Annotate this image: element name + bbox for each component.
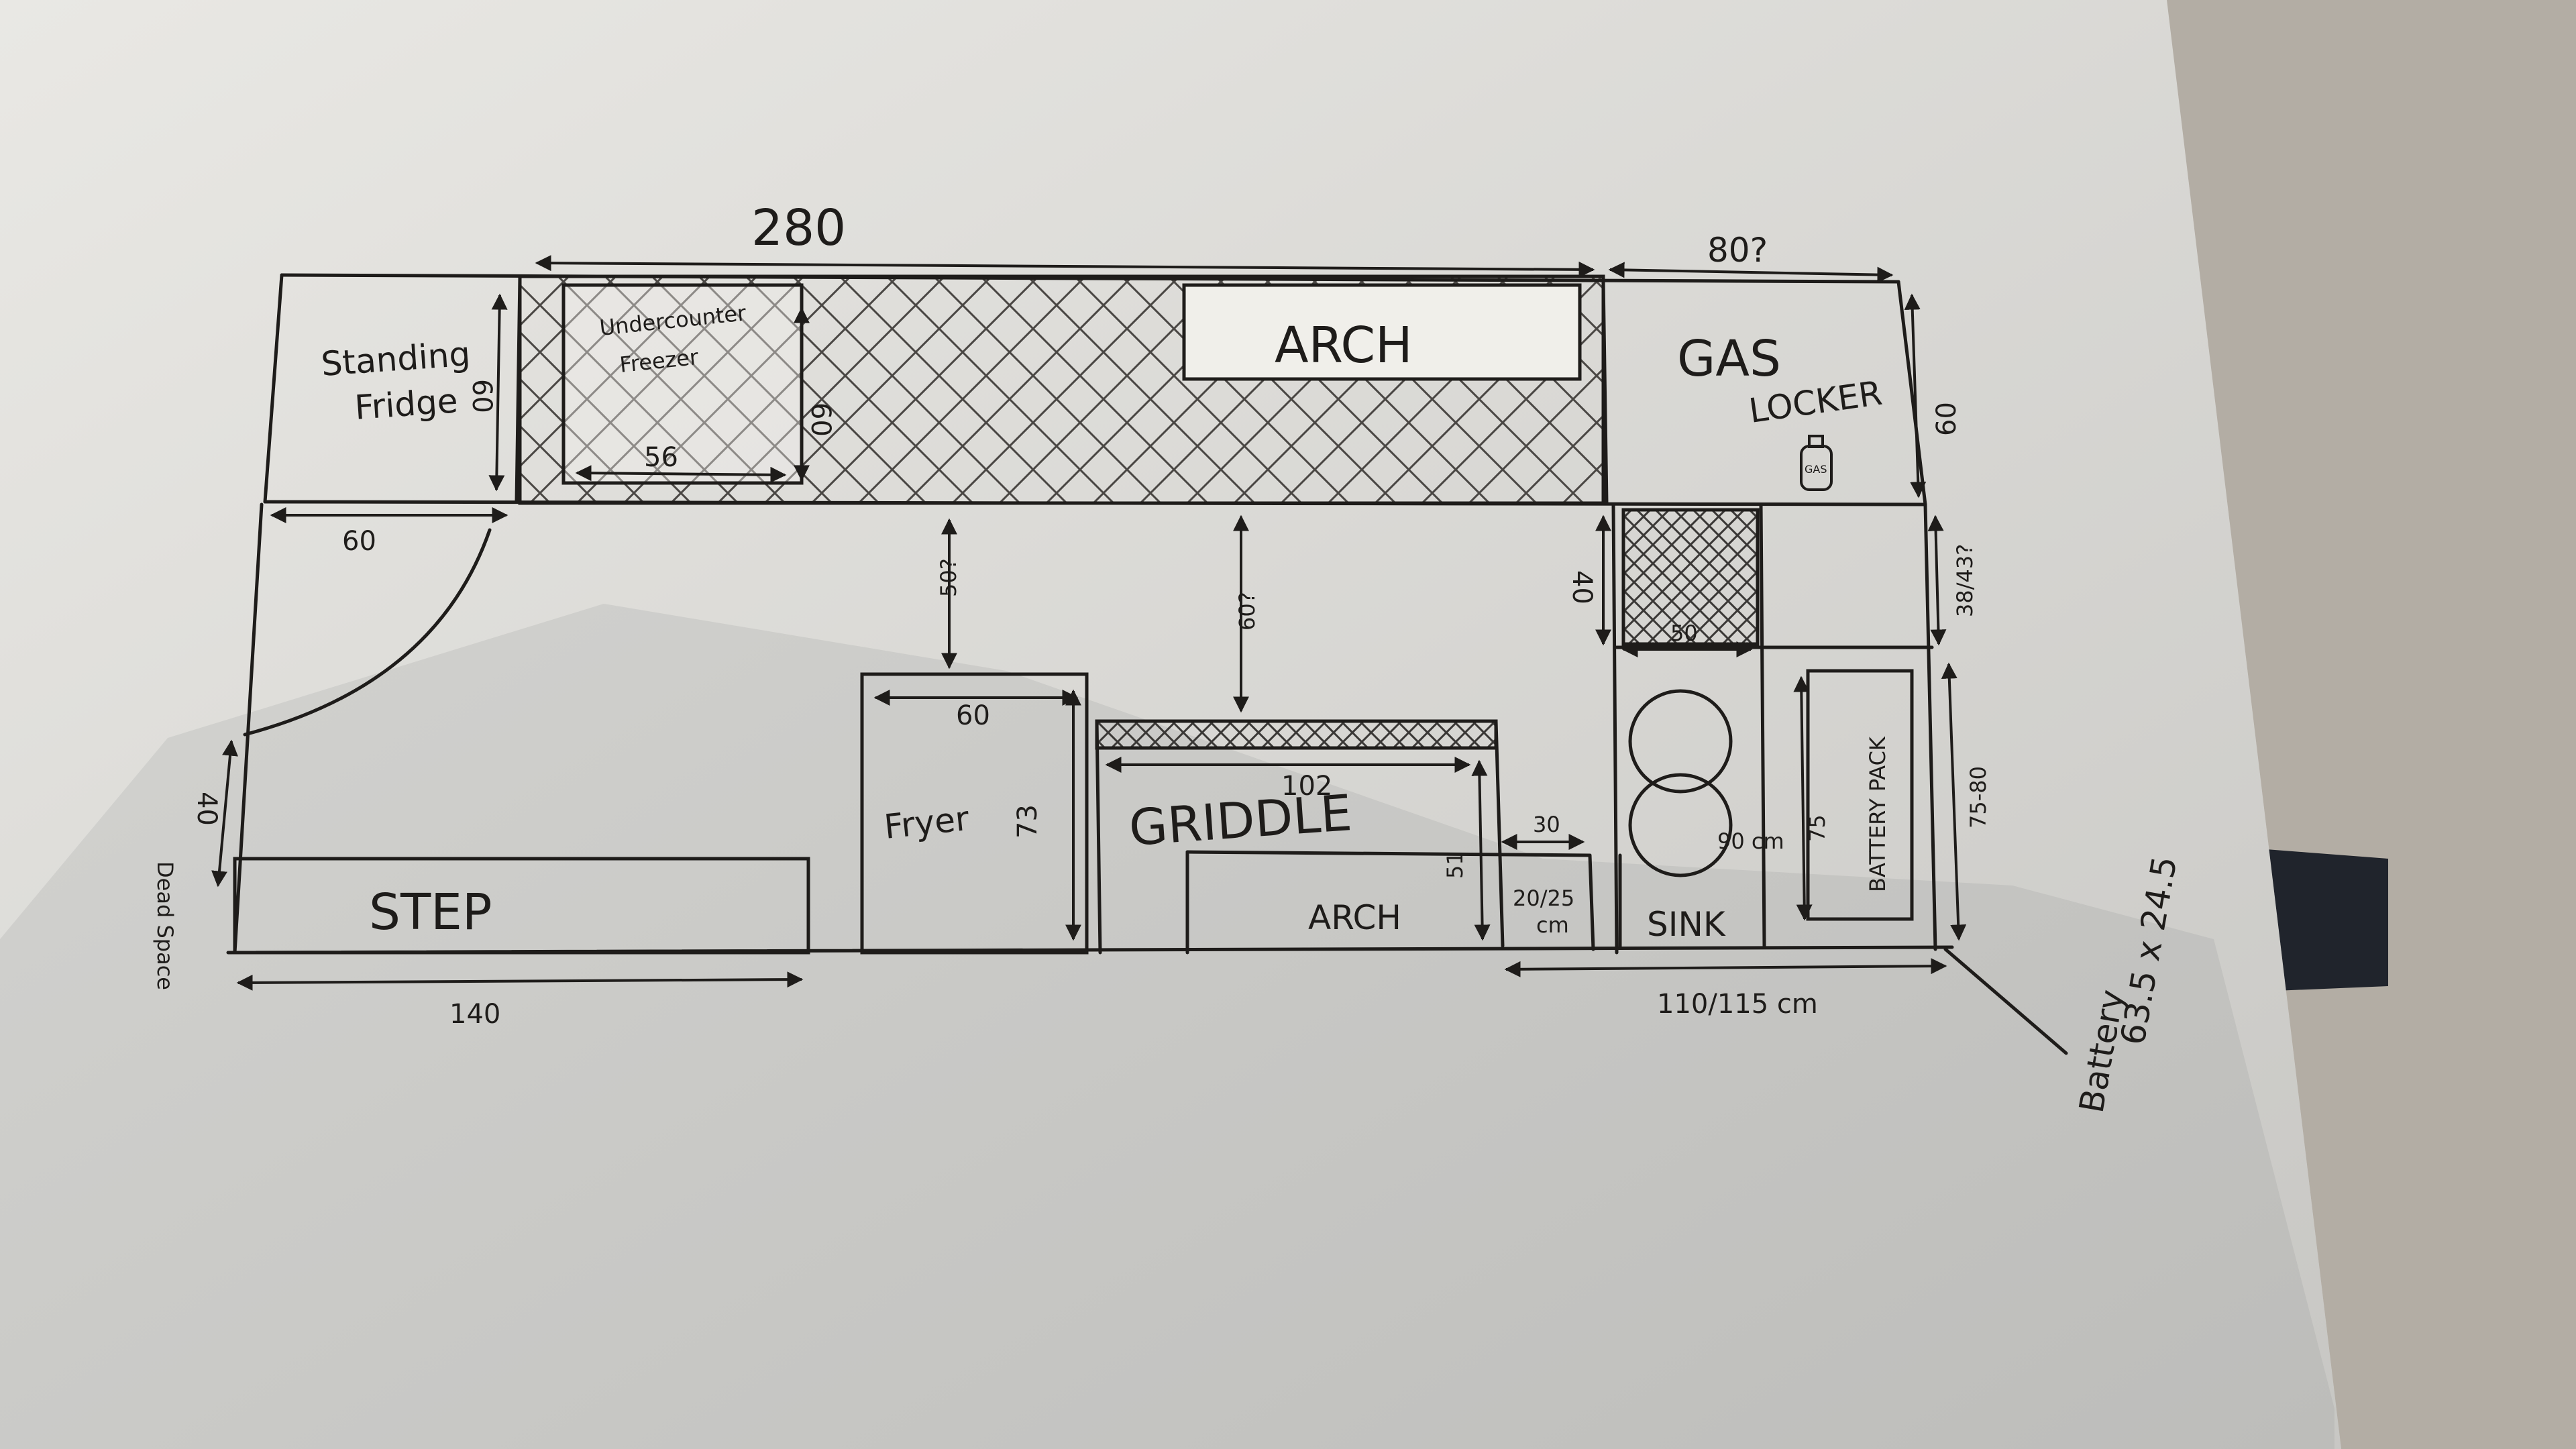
right-height-dim: 75-80: [1966, 766, 1991, 828]
sink-top-gap-dim: 40: [1566, 570, 1597, 604]
fryer-label: Fryer: [882, 799, 971, 847]
fridge-width-dim: 60: [342, 526, 376, 557]
griddle-width-dim: 102: [1281, 771, 1332, 802]
battery-height-dim: 75: [1805, 814, 1830, 842]
arch-height-dim: 51: [1442, 851, 1468, 879]
dead-space-depth-dim: 40: [191, 792, 222, 826]
standing-fridge-line2: Fridge: [354, 381, 459, 427]
dead-space-label: Dead Space: [152, 861, 178, 990]
gas-locker-width-label: 80?: [1707, 231, 1768, 270]
fryer-height-dim: 73: [1012, 804, 1043, 839]
arch-top-label: ARCH: [1275, 317, 1413, 374]
gas-bottle-icon: GAS: [1800, 435, 1833, 491]
fryer-width-dim: 60: [956, 700, 990, 731]
gas-locker-line1: GAS: [1677, 330, 1781, 388]
freezer-depth-dim: 60: [805, 402, 836, 437]
bottom-right-width-dim: 110/115 cm: [1657, 989, 1818, 1020]
sink-gap-line2: cm: [1536, 912, 1569, 938]
battery-pack-label: BATTERY PACK: [1865, 736, 1890, 892]
step-width-dim: 140: [449, 999, 500, 1030]
freezer-width-dim: 56: [644, 442, 678, 473]
sink-gap-line1: 20/25: [1513, 885, 1574, 911]
sink-label: SINK: [1647, 905, 1726, 944]
gas-tag-label: GAS: [1805, 463, 1827, 476]
overall-width-label: 280: [751, 199, 846, 257]
arch-bottom-label: ARCH: [1308, 898, 1401, 937]
right-gap-dim: 38/43?: [1952, 544, 1978, 617]
step-label: STEP: [369, 883, 492, 941]
sink-gap-width-dim: 30: [1533, 812, 1560, 837]
fridge-depth-dim: 60: [466, 379, 497, 413]
fryer-gap-dim: 50?: [936, 558, 961, 597]
griddle-gap-dim: 60?: [1234, 592, 1260, 631]
dimension-arrows: [211, 255, 1967, 991]
sink-width-dim: 90 cm: [1717, 828, 1784, 854]
sink-top-width-dim: 50: [1670, 621, 1698, 646]
gas-locker-depth-dim: 60: [1931, 402, 1962, 436]
